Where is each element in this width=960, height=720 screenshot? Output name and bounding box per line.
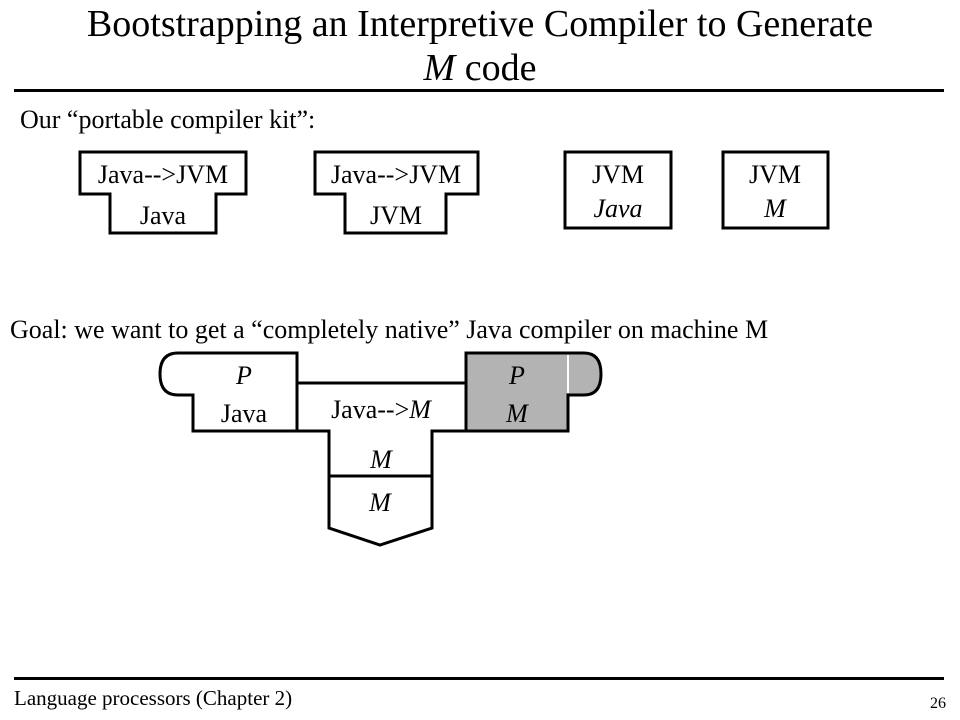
kit-interpreter-java: JVM Java	[563, 150, 673, 230]
page-title: Bootstrapping an Interpretive Compiler t…	[0, 2, 960, 90]
title-line-1: Bootstrapping an Interpretive Compiler t…	[86, 3, 874, 45]
footer-rule	[14, 677, 944, 680]
goal-compiler-bottom: M	[369, 445, 393, 474]
kit-interpreter-m: JVM M	[721, 150, 830, 230]
goal-machine-label: M	[368, 488, 392, 517]
kit-machine-interp-top: JVM	[749, 160, 801, 189]
goal-compiler-top: Java-->M	[331, 395, 432, 424]
kit-compiler-java-source: Java-->JVM Java	[78, 150, 248, 235]
title-line-2: M code	[0, 46, 960, 90]
kit-compiler2-bottom: JVM	[370, 201, 422, 230]
goal-program-src-top: P	[235, 361, 252, 390]
goal-compiler: Java-->M M	[295, 381, 468, 478]
kit-interpreter-top: JVM	[592, 160, 644, 189]
goal-compiler-top-italic: M	[408, 395, 432, 424]
goal-program-src-bottom: Java	[221, 399, 268, 428]
footer-text: Language processors (Chapter 2)	[14, 686, 293, 710]
goal-label: Goal: we want to get a “completely nativ…	[10, 315, 769, 344]
title-rule	[14, 89, 944, 92]
goal-compiler-top-text: Java-->	[331, 395, 409, 424]
goal-program-out-bottom: M	[505, 399, 529, 428]
title-line-2-rest: code	[455, 47, 537, 89]
goal-program-out-top: P	[508, 361, 525, 390]
kit-label: Our “portable compiler kit”:	[20, 105, 316, 134]
kit-interpreter-bottom: Java	[593, 194, 642, 223]
kit-compiler1-top: Java-->JVM	[98, 160, 228, 189]
kit-compiler2-top: Java-->JVM	[331, 160, 461, 189]
title-italic-m: M	[423, 47, 456, 89]
kit-machine-interp-bottom: M	[763, 194, 787, 223]
kit-compiler1-bottom: Java	[140, 201, 187, 230]
kit-compiler-jvm-implemented: Java-->JVM JVM	[313, 150, 480, 235]
goal-program-source: P Java	[158, 351, 299, 433]
goal-program-output: P M	[464, 351, 603, 433]
goal-machine: M	[327, 474, 434, 547]
page-number: 26	[930, 695, 946, 712]
